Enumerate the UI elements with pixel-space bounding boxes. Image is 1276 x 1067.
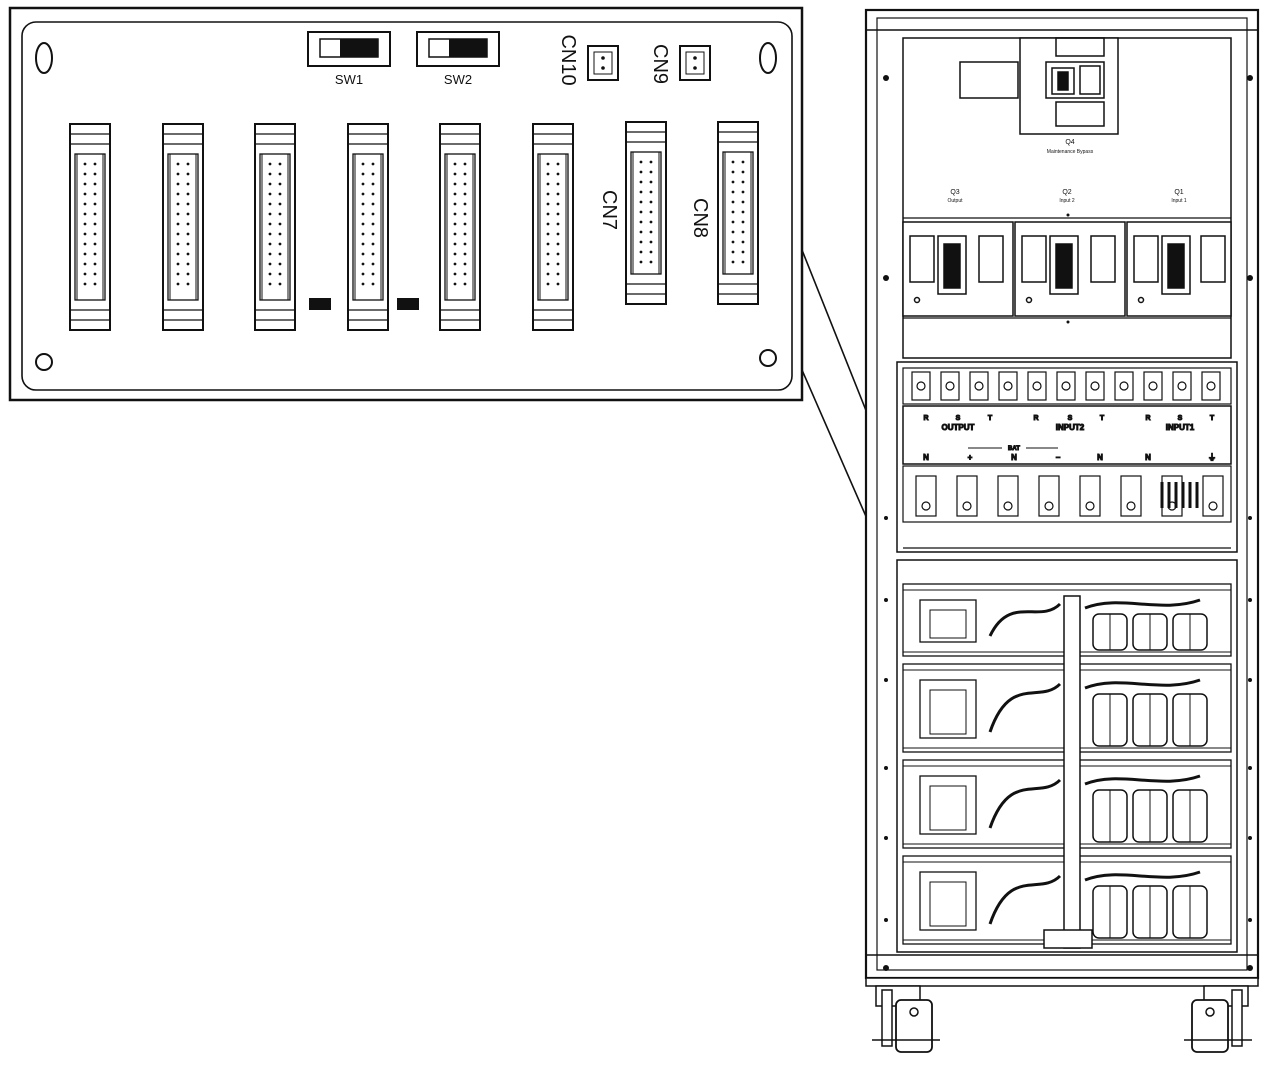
cabinet-screws: [883, 75, 1253, 971]
breaker-q2[interactable]: [1014, 221, 1126, 317]
mounting-hole: [35, 353, 53, 371]
terminal-group-label: INPUT1: [1166, 423, 1195, 432]
ribbon-connector-cn8[interactable]: [717, 121, 759, 305]
caster-left: [872, 985, 940, 1053]
ribbon-connector-2[interactable]: [162, 123, 204, 331]
terminal-bottom-label: N: [1011, 453, 1017, 462]
terminal-phase-label: T: [1100, 415, 1105, 422]
sw1-label: SW1: [335, 72, 363, 87]
mounting-hole: [759, 42, 777, 74]
dip-switch-sw1[interactable]: [307, 31, 391, 67]
ribbon-connector-4[interactable]: [347, 123, 389, 331]
q3-label: Q3: [950, 189, 959, 196]
cn9-label: CN9: [649, 44, 671, 84]
jumper-block: [309, 298, 331, 310]
q4-label: Q4: [1065, 139, 1074, 146]
terminal-lugs-bottom: [915, 475, 1224, 517]
cn8-label: CN8: [689, 198, 711, 238]
q1-sublabel: Input 1: [1171, 198, 1187, 204]
ups-cabinet: Q4 Maintenance Bypass Q3 Output Q2 Input…: [864, 8, 1260, 1053]
terminal-phase-label: T: [988, 415, 993, 422]
terminal-phase-label: S: [956, 415, 961, 422]
control-board: SW1 SW2 CN10 CN9 CN7 CN8: [8, 6, 804, 402]
terminal-bat-label: BAT: [1008, 446, 1020, 452]
dip-switch-sw2[interactable]: [416, 31, 500, 67]
terminal-bottom-label: N: [1145, 453, 1151, 462]
terminal-bottom-label: N: [923, 453, 929, 462]
terminal-phase-label: S: [1178, 415, 1183, 422]
terminal-phase-label: T: [1210, 415, 1215, 422]
terminal-bottom-label: N: [1097, 453, 1103, 462]
ribbon-connector-cn7[interactable]: [625, 121, 667, 305]
terminal-phase-label: R: [1145, 415, 1150, 422]
terminal-bottom-label: ⏚: [1208, 453, 1216, 462]
ribbon-connector-5[interactable]: [439, 123, 481, 331]
cn10-label: CN10: [557, 34, 579, 85]
terminal-bottom-label: −: [1056, 453, 1061, 462]
breaker-q4[interactable]: [959, 37, 1119, 135]
center-rail: [1063, 595, 1081, 949]
terminal-group-label: INPUT2: [1056, 423, 1085, 432]
mounting-hole: [759, 349, 777, 367]
ribbon-connector-1[interactable]: [69, 123, 111, 331]
terminal-phase-label: R: [923, 415, 928, 422]
ribbon-connectors: [69, 121, 759, 331]
connector-cn9[interactable]: [679, 45, 711, 81]
terminal-lugs-top: [911, 371, 1221, 401]
terminal-phase-label: R: [1033, 415, 1038, 422]
breaker-q1[interactable]: [1126, 221, 1232, 317]
mounting-hole: [35, 42, 53, 74]
breaker-q3[interactable]: [902, 221, 1014, 317]
jumper-block: [397, 298, 419, 310]
terminal-phase-label: S: [1068, 415, 1073, 422]
sw2-label: SW2: [444, 72, 472, 87]
caster-right: [1184, 985, 1252, 1053]
ribbon-connector-3[interactable]: [254, 123, 296, 331]
cn7-label: CN7: [598, 190, 620, 230]
connector-cn10[interactable]: [587, 45, 619, 81]
board-bracket: [1043, 929, 1093, 949]
terminal-group-label: OUTPUT: [942, 423, 975, 432]
q3-sublabel: Output: [947, 198, 963, 204]
q2-label: Q2: [1062, 189, 1071, 196]
ribbon-connector-6[interactable]: [532, 123, 574, 331]
terminal-block: [902, 405, 1232, 465]
q1-label: Q1: [1174, 189, 1183, 196]
terminal-bottom-label: +: [968, 453, 973, 462]
q2-sublabel: Input 2: [1059, 198, 1075, 204]
q4-sublabel: Maintenance Bypass: [1047, 149, 1094, 155]
